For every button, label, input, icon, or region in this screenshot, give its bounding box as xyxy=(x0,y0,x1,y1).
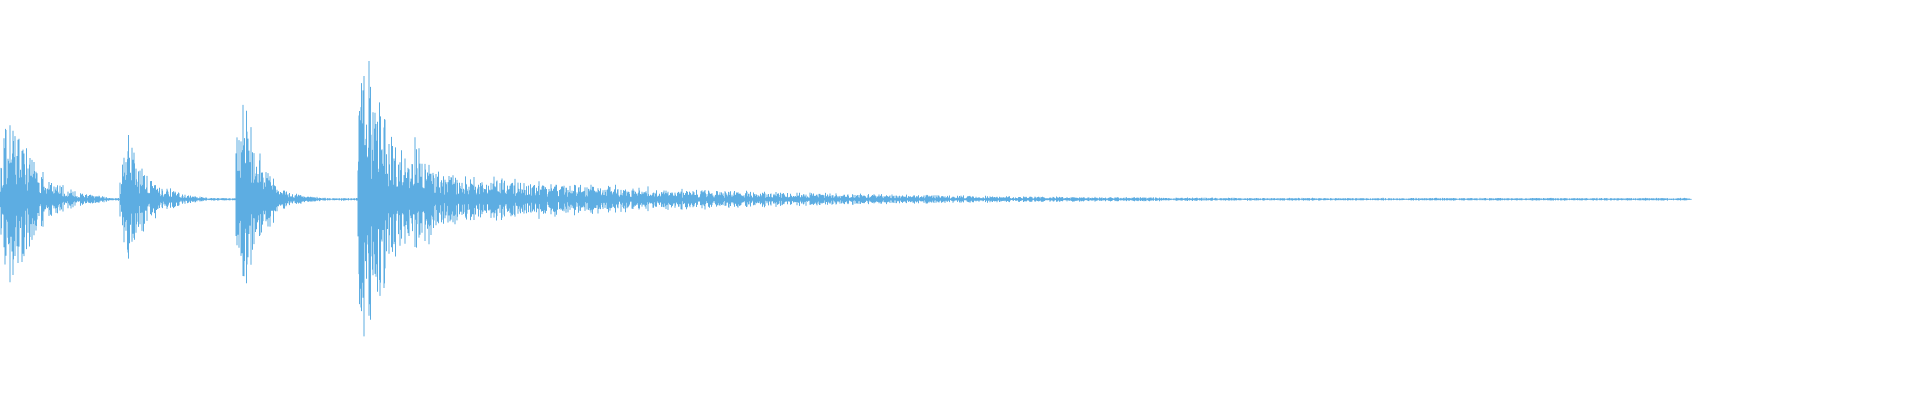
waveform-path xyxy=(0,61,1692,337)
